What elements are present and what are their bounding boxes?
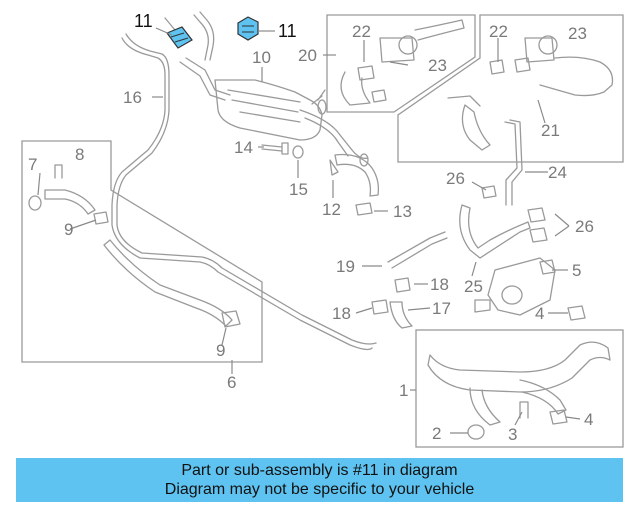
clamp-11-left bbox=[166, 26, 193, 49]
clamp-18-lower bbox=[371, 299, 389, 315]
coolant-line-16 bbox=[111, 11, 377, 351]
callout-24: 24 bbox=[548, 163, 567, 182]
hose-assembly-1 bbox=[427, 341, 611, 440]
callout-2: 2 bbox=[432, 424, 441, 443]
callout-9-upper: 9 bbox=[64, 220, 73, 239]
callout-4-lower: 4 bbox=[584, 410, 593, 429]
callout-1: 1 bbox=[399, 381, 408, 400]
leader-lines bbox=[37, 27, 581, 434]
line-19 bbox=[387, 231, 448, 269]
callout-22-right: 22 bbox=[489, 22, 508, 41]
group-box-20 bbox=[326, 14, 476, 113]
callout-22-left: 22 bbox=[352, 22, 371, 41]
bracket-8 bbox=[54, 164, 63, 179]
callout-11-right: 11 bbox=[278, 21, 297, 41]
clamp-18-upper bbox=[394, 277, 411, 293]
thermostat-assembly-21 bbox=[447, 35, 614, 151]
callout-10: 10 bbox=[252, 48, 271, 67]
callout-26-upper: 26 bbox=[446, 169, 465, 188]
clamp-4-upper bbox=[567, 305, 586, 321]
clamp-26-upper bbox=[481, 185, 497, 199]
group-box-1 bbox=[415, 329, 624, 448]
callout-17: 17 bbox=[432, 299, 451, 318]
callout-14: 14 bbox=[234, 138, 253, 157]
callout-8: 8 bbox=[75, 145, 84, 164]
callout-16: 16 bbox=[123, 88, 142, 107]
coolant-pipe-assembly-10 bbox=[214, 79, 369, 167]
callout-20: 20 bbox=[298, 46, 317, 65]
callout-18-lower: 18 bbox=[332, 304, 351, 323]
callout-7: 7 bbox=[28, 155, 37, 174]
clamp-9-lower bbox=[221, 310, 241, 328]
callout-4-upper: 4 bbox=[535, 304, 544, 323]
callout-23-left: 23 bbox=[428, 56, 447, 75]
caption-line-2: Diagram may not be specific to your vehi… bbox=[164, 481, 475, 498]
thermostat-assembly-20 bbox=[340, 19, 465, 106]
callout-11-left: 11 bbox=[134, 11, 153, 31]
clamp-9-upper bbox=[93, 211, 109, 225]
callout-3: 3 bbox=[508, 425, 517, 444]
callout-18-upper: 18 bbox=[430, 275, 449, 294]
bracket-3 bbox=[519, 401, 529, 419]
callout-5: 5 bbox=[572, 261, 581, 280]
callout-25: 25 bbox=[464, 277, 483, 296]
o-ring-15 bbox=[292, 145, 304, 159]
clamp-11-right bbox=[237, 16, 259, 41]
hose-25 bbox=[459, 204, 531, 259]
hose-12 bbox=[329, 153, 380, 197]
caption-banner: Part or sub-assembly is #11 in diagram D… bbox=[16, 458, 623, 502]
callout-12: 12 bbox=[322, 200, 341, 219]
callout-6: 6 bbox=[227, 373, 236, 392]
callout-26-right: 26 bbox=[575, 217, 594, 236]
callout-21: 21 bbox=[541, 121, 560, 140]
callout-9-lower: 9 bbox=[216, 341, 225, 360]
clamps-26-right bbox=[527, 207, 548, 243]
hose-left bbox=[44, 189, 233, 327]
housing-5 bbox=[474, 257, 556, 316]
bolt-14 bbox=[261, 142, 289, 155]
pipe-24 bbox=[504, 119, 523, 206]
callout-23-right: 23 bbox=[568, 24, 587, 43]
callout-19: 19 bbox=[336, 257, 355, 276]
clamp-4-lower bbox=[549, 409, 568, 425]
callout-13: 13 bbox=[393, 202, 412, 221]
group-box-6 bbox=[21, 140, 263, 363]
o-ring-7 bbox=[28, 195, 42, 211]
group-box-21 bbox=[397, 14, 624, 163]
callout-15: 15 bbox=[289, 180, 308, 199]
clip-13 bbox=[355, 202, 373, 216]
caption-line-1: Part or sub-assembly is #11 in diagram bbox=[181, 462, 458, 479]
hose-17 bbox=[389, 301, 413, 329]
